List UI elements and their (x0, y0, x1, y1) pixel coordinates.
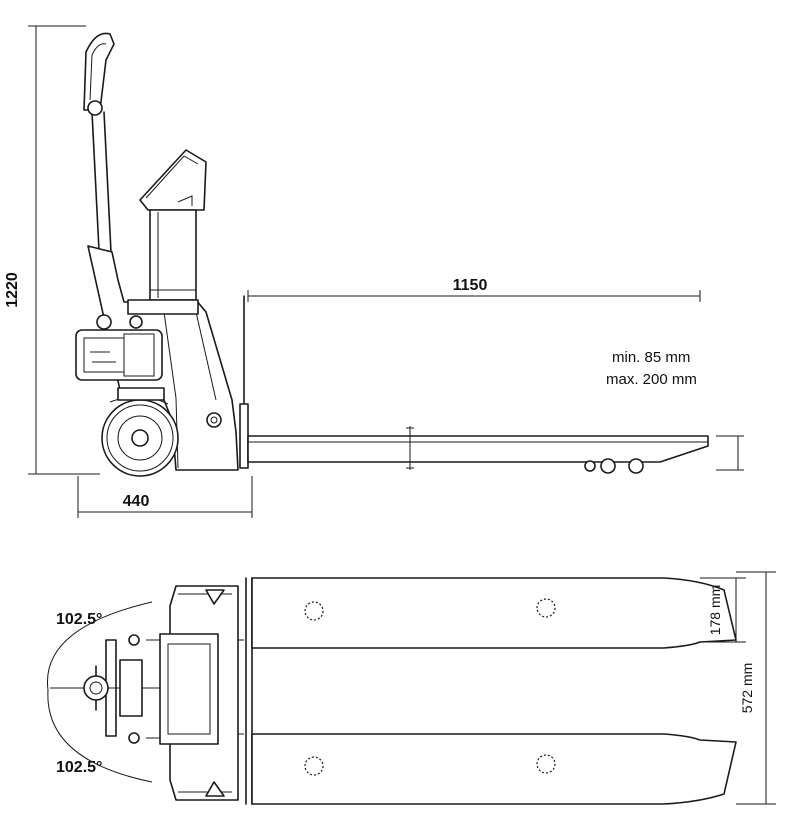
handle (83, 32, 115, 273)
height-label: 1220 (4, 272, 21, 308)
base-width-dimension: 440 (77, 476, 253, 518)
base-width-label: 440 (123, 493, 150, 510)
forks-top (245, 577, 737, 805)
side-view: 1220 (4, 25, 744, 518)
angle-lower-label: 102.5° (56, 759, 102, 776)
pump-unit (75, 314, 163, 381)
steering-wheel (101, 387, 179, 477)
lift-height-marker (406, 426, 414, 470)
frame-top (159, 585, 244, 801)
fork-length-label: 1150 (453, 277, 488, 294)
lift-max-label: max. 200 mm (606, 371, 697, 388)
overall-width-dimension: 572 mm (736, 571, 776, 805)
fork-length-dimension: 1150 (247, 277, 701, 302)
fork-side (239, 295, 709, 474)
fork-width-dimension: 178 mm (700, 577, 746, 643)
lift-min-label: min. 85 mm (612, 349, 690, 366)
fork-height-dimension (716, 435, 744, 471)
tiller-top (46, 601, 160, 783)
overall-width-label: 572 mm (739, 663, 755, 714)
fork-width-label: 178 mm (707, 585, 723, 636)
top-view: 102.5° 102.5° 178 mm 572 mm (46, 571, 776, 805)
angle-upper-label: 102.5° (56, 611, 102, 628)
height-dimension: 1220 (4, 25, 100, 475)
scale-display (139, 149, 207, 301)
